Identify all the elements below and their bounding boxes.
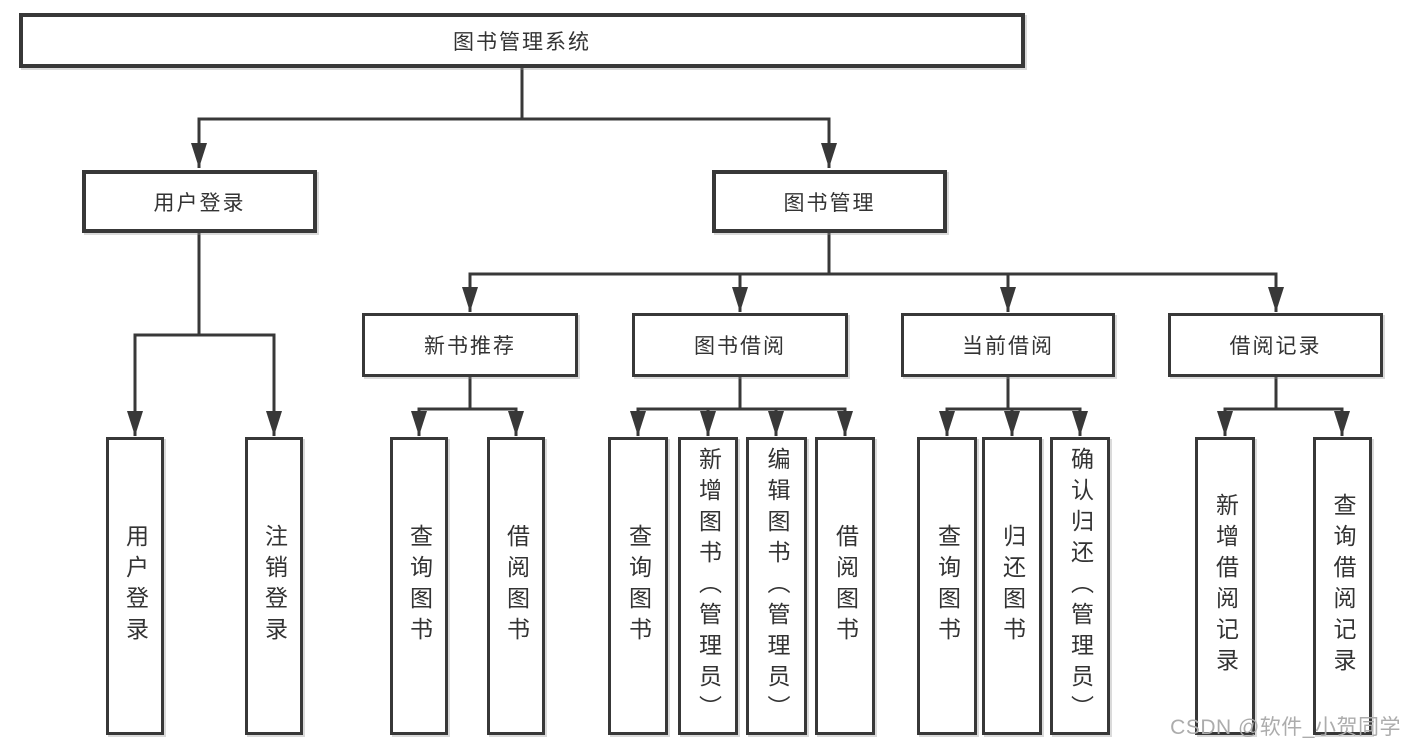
- node-label: 借阅图书: [832, 524, 859, 648]
- node-label: 归还图书: [999, 524, 1026, 648]
- node-label: 新书推荐: [424, 335, 516, 358]
- node-new-book-recommendation: 新书推荐: [362, 313, 578, 377]
- leaf-borrow-books-recommend: 借阅图书: [487, 437, 545, 735]
- node-label: 查询借阅记录: [1330, 493, 1356, 679]
- node-book-borrowing: 图书借阅: [632, 313, 848, 377]
- node-label: 图书借阅: [694, 335, 786, 358]
- node-book-management: 图书管理: [712, 170, 947, 233]
- node-library-management-system: 图书管理系统: [19, 13, 1025, 68]
- node-label: 编辑图书（管理员）: [764, 446, 790, 726]
- node-label: 新增图书（管理员）: [695, 446, 722, 726]
- node-label: 用户登录: [122, 524, 149, 648]
- watermark-text: CSDN @软件_小贺同学: [1170, 716, 1401, 739]
- node-label: 图书管理系统: [453, 30, 591, 54]
- node-current-borrowing: 当前借阅: [901, 313, 1115, 377]
- leaf-borrow-books-borrowing: 借阅图书: [815, 437, 875, 735]
- node-label: 用户登录: [153, 191, 246, 215]
- leaf-query-books-current: 查询图书: [917, 437, 977, 735]
- node-label: 当前借阅: [962, 335, 1054, 358]
- leaf-edit-book-admin: 编辑图书（管理员）: [746, 437, 807, 735]
- leaf-return-book: 归还图书: [982, 437, 1042, 735]
- leaf-query-books-recommend: 查询图书: [390, 437, 448, 735]
- node-label: 图书管理: [783, 191, 876, 215]
- node-label: 注销登录: [261, 524, 288, 648]
- leaf-add-borrow-record: 新增借阅记录: [1195, 437, 1255, 735]
- leaf-confirm-return-admin: 确认归还（管理员）: [1050, 437, 1110, 735]
- node-label: 确认归还（管理员）: [1067, 446, 1094, 726]
- node-label: 借阅记录: [1229, 335, 1322, 358]
- node-label: 新增借阅记录: [1212, 493, 1239, 679]
- leaf-user-login: 用户登录: [106, 437, 164, 735]
- node-label: 查询图书: [406, 524, 433, 648]
- leaf-query-books-borrowing: 查询图书: [608, 437, 668, 735]
- node-label: 借阅图书: [503, 524, 530, 648]
- node-user-login: 用户登录: [82, 170, 317, 233]
- node-borrowing-records: 借阅记录: [1168, 313, 1383, 377]
- node-label: 查询图书: [625, 524, 652, 648]
- leaf-query-borrow-record: 查询借阅记录: [1313, 437, 1372, 735]
- leaf-add-book-admin: 新增图书（管理员）: [678, 437, 738, 735]
- node-label: 查询图书: [934, 524, 961, 648]
- leaf-logout-login: 注销登录: [245, 437, 303, 735]
